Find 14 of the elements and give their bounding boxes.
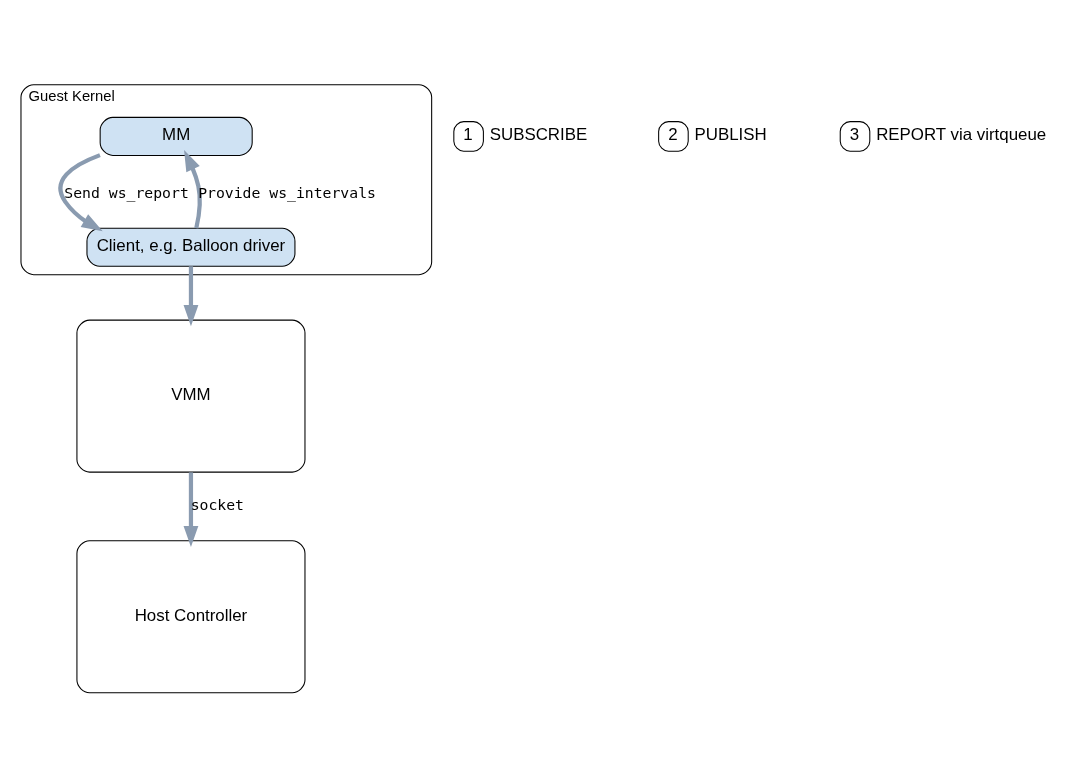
- node-box: VMM: [76, 319, 306, 473]
- edge-label: socket: [190, 495, 245, 513]
- arrow: [184, 149, 202, 229]
- arrow: [183, 265, 199, 326]
- node-label: SUBSCRIBE: [489, 124, 588, 144]
- node-label: REPORT via virtqueue: [876, 124, 1047, 144]
- node-box: Client, e.g. Balloon driver: [86, 227, 296, 267]
- edge-label: Provide ws_intervals: [198, 183, 376, 201]
- arrow: [183, 471, 199, 547]
- node-box: MM: [99, 116, 253, 156]
- node-label: PUBLISH: [694, 124, 767, 144]
- node-box: Host Controller: [76, 539, 306, 693]
- edge-label: Send ws_report: [64, 183, 189, 201]
- arrow: [58, 152, 103, 231]
